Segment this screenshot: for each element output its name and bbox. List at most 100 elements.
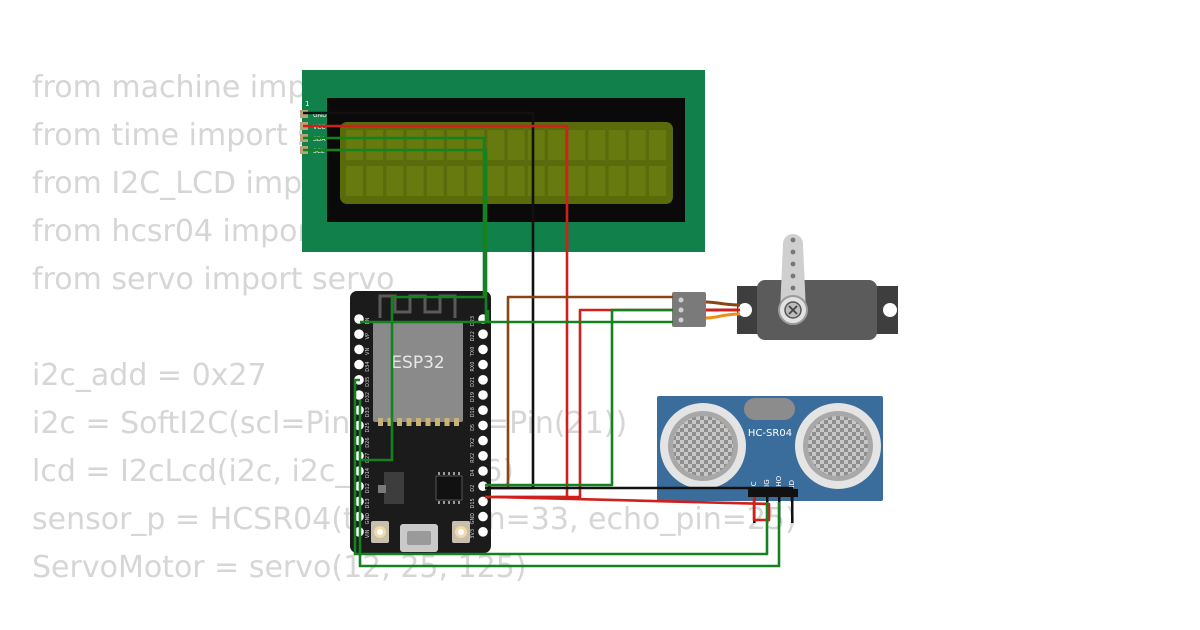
lcd-char-cell bbox=[608, 130, 626, 160]
esp32-module-shield bbox=[373, 322, 463, 422]
esp32-pin-label: D26 bbox=[365, 437, 371, 447]
wire-hcsr04-gnd bbox=[485, 486, 794, 502]
esp32-pin-label: RX2 bbox=[470, 453, 476, 463]
esp32-pin-label: GND bbox=[470, 513, 476, 525]
lcd-char-cell bbox=[568, 130, 586, 160]
lcd-char-cell bbox=[487, 130, 505, 160]
esp32-pin[interactable] bbox=[478, 420, 488, 431]
usb-uart-chip-pins bbox=[438, 472, 460, 504]
esp32-pin-label: D12 bbox=[365, 483, 371, 493]
esp32-pin[interactable] bbox=[478, 466, 488, 476]
regulator-tab bbox=[378, 485, 386, 493]
lcd-module[interactable]: 1 GND VCC SDA SCL bbox=[300, 70, 705, 252]
esp32-pin-label: D4 bbox=[470, 469, 476, 476]
esp32-pin[interactable] bbox=[478, 435, 488, 446]
lcd-char-cell bbox=[366, 166, 384, 196]
servo-mount-hole bbox=[883, 303, 897, 317]
lcd-char-cell bbox=[649, 166, 666, 196]
lcd-char-cell bbox=[406, 130, 424, 160]
lcd-char-cell bbox=[346, 130, 363, 160]
servo-mount-hole bbox=[738, 303, 752, 317]
esp32-pin[interactable] bbox=[478, 375, 488, 385]
lcd-char-cell bbox=[467, 166, 485, 196]
lcd-char-cell bbox=[588, 130, 606, 160]
wire-hcsr04-trig bbox=[353, 378, 769, 556]
esp32-pin-label: D25 bbox=[365, 422, 371, 432]
lcd-pin-one-marker: 1 bbox=[305, 100, 309, 108]
esp32-pin[interactable] bbox=[354, 344, 364, 355]
esp32-pin-label: D32 bbox=[365, 392, 371, 402]
esp32-pin-label: D27 bbox=[365, 453, 371, 463]
esp32-pin[interactable] bbox=[478, 451, 488, 461]
servo-connector bbox=[672, 292, 706, 327]
esp32-pin-label: VIN bbox=[365, 529, 371, 538]
esp32-pin-label: RX0 bbox=[470, 362, 476, 372]
lcd-char-cell bbox=[608, 166, 626, 196]
esp32-pin[interactable] bbox=[478, 390, 488, 400]
lcd-char-cell bbox=[426, 130, 444, 160]
servo-body bbox=[757, 280, 877, 340]
voltage-regulator bbox=[384, 472, 404, 504]
esp32-pin-label: D2 bbox=[470, 485, 476, 492]
lcd-pin-label: VCC bbox=[313, 124, 325, 131]
esp32-right-pin-row bbox=[478, 314, 488, 537]
esp32-pin-label: D18 bbox=[470, 407, 476, 417]
lcd-char-cell bbox=[628, 130, 646, 160]
esp32-pin-label: GND bbox=[365, 513, 371, 525]
wire-lcd-scl bbox=[303, 148, 488, 324]
lcd-char-cell bbox=[507, 166, 525, 196]
lcd-char-cell bbox=[467, 130, 485, 160]
en-button[interactable] bbox=[371, 521, 389, 543]
servo-motor[interactable] bbox=[672, 234, 898, 340]
lcd-char-cell bbox=[507, 130, 525, 160]
esp32-pin[interactable] bbox=[478, 359, 488, 370]
lcd-char-cell bbox=[527, 166, 545, 196]
esp32-shield-pads bbox=[378, 418, 459, 426]
lcd-char-cell bbox=[346, 166, 363, 196]
esp32-pin[interactable] bbox=[354, 359, 364, 370]
lcd-char-cell bbox=[588, 166, 606, 196]
esp32-left-pin-row bbox=[354, 314, 364, 537]
esp32-pin[interactable] bbox=[478, 496, 488, 507]
lcd-char-cell bbox=[447, 166, 464, 196]
lcd-char-cell bbox=[628, 166, 646, 196]
esp32-right-pin-labels: D23D22TX0RX0D21D19D18D5TX2RX2D4D2D15GND3… bbox=[470, 316, 476, 539]
esp32-pin-label: D14 bbox=[365, 468, 371, 478]
esp32-pin[interactable] bbox=[478, 405, 488, 416]
hcsr04-sensor[interactable]: HC-SR04 VCC TRIG ECHO GND bbox=[657, 396, 883, 523]
code-line: from servo import servo bbox=[32, 262, 395, 297]
esp32-pin-label: D33 bbox=[365, 407, 371, 417]
esp32-pin[interactable] bbox=[354, 329, 364, 340]
boot-button[interactable] bbox=[452, 521, 470, 543]
esp32-board[interactable]: ESP32 ENVPVND34D35D32D33D25D26D27D14D12D… bbox=[350, 291, 491, 553]
esp32-pin[interactable] bbox=[478, 511, 488, 522]
lcd-char-cell bbox=[649, 130, 666, 160]
lcd-char-cell bbox=[386, 130, 404, 160]
wire-hcsr04-vcc bbox=[496, 495, 771, 522]
esp32-pin-label: D21 bbox=[470, 377, 476, 387]
lcd-pin-label: SDA bbox=[313, 136, 326, 143]
lcd-char-cell bbox=[548, 130, 565, 160]
lcd-char-cell bbox=[386, 166, 404, 196]
lcd-char-cell bbox=[426, 166, 444, 196]
usb-uart-chip bbox=[435, 475, 463, 501]
esp32-pin-label: TX0 bbox=[470, 347, 476, 358]
code-line: ServoMotor = servo(12, 25, 125) bbox=[32, 550, 527, 585]
esp32-pin-label: TX2 bbox=[470, 438, 476, 449]
esp32-pin-label: D22 bbox=[470, 331, 476, 341]
esp32-pin[interactable] bbox=[478, 527, 488, 537]
lcd-pin-label: GND bbox=[313, 112, 327, 119]
lcd-char-cell bbox=[527, 130, 545, 160]
servo-screw-icon bbox=[788, 305, 798, 315]
wire-hcsr04-echo bbox=[358, 400, 781, 568]
esp32-pin[interactable] bbox=[354, 390, 364, 400]
lcd-char-cell bbox=[568, 166, 586, 196]
esp32-pin-label: D13 bbox=[365, 498, 371, 508]
esp32-pin-label: D15 bbox=[470, 498, 476, 508]
code-line: i2c_add = 0x27 bbox=[32, 358, 267, 393]
wire-servo-signal-route bbox=[612, 310, 673, 322]
esp32-pin[interactable] bbox=[478, 344, 488, 355]
lcd-pin-label: SCL bbox=[313, 148, 325, 155]
esp32-pin[interactable] bbox=[478, 329, 488, 340]
